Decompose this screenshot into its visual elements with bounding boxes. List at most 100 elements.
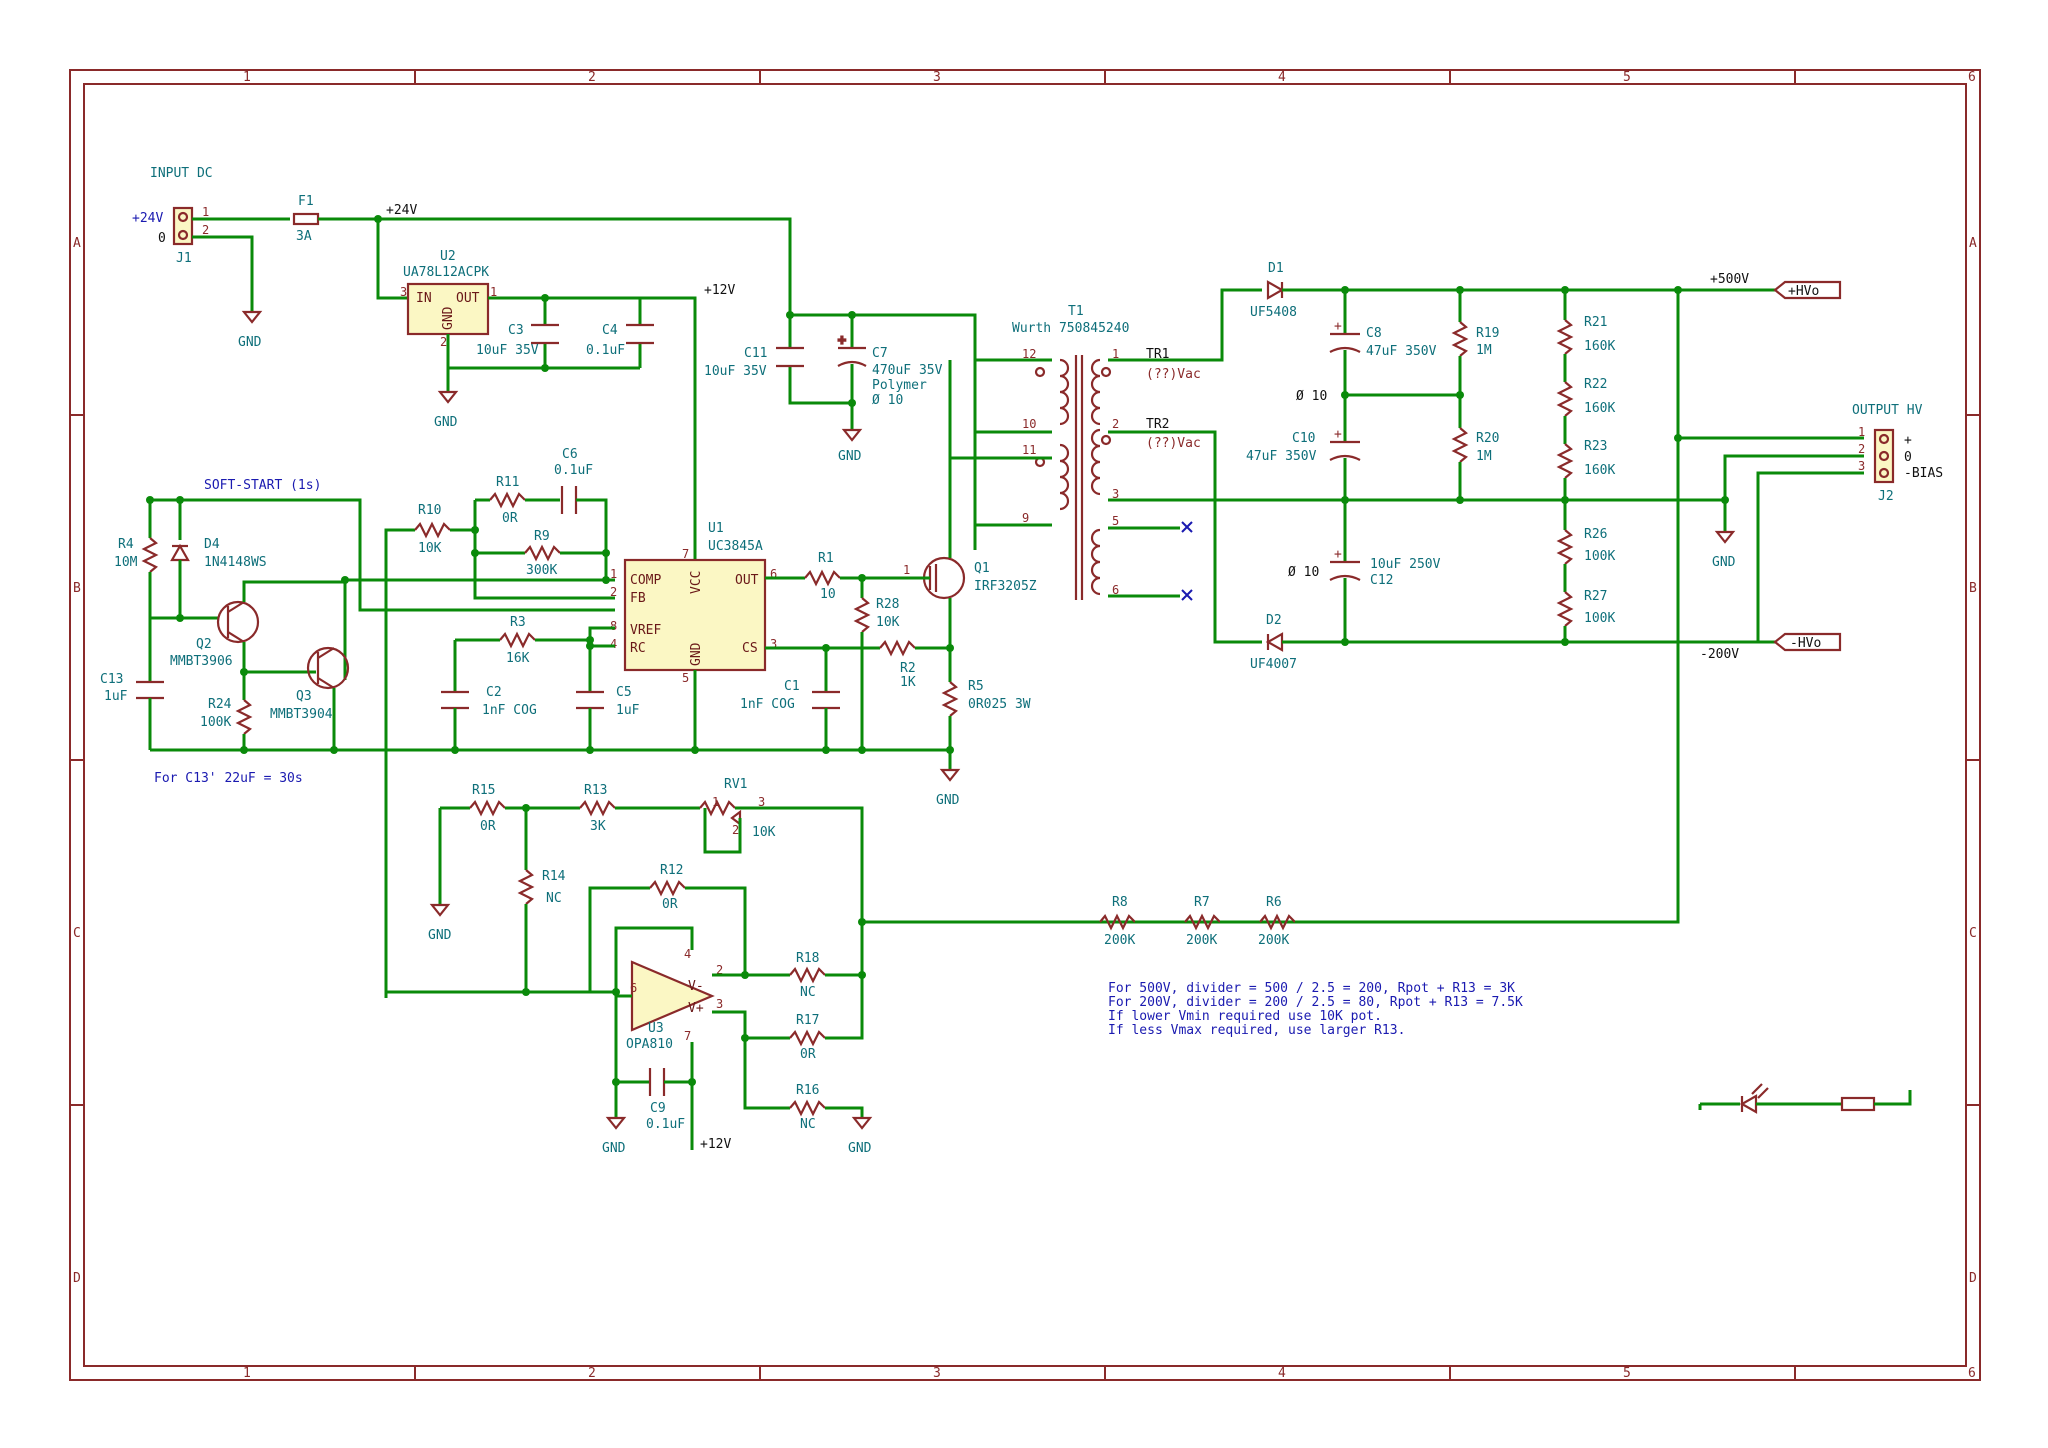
r23-ref: R23 [1584, 439, 1607, 454]
u1-val: UC3845A [708, 539, 763, 554]
hvo-plus-port [1773, 280, 1842, 300]
c4-val: 0.1uF [586, 343, 625, 358]
u1-pin3: 3 [770, 637, 777, 651]
r6-ref: R6 [1266, 895, 1282, 910]
c12-dia: Ø 10 [1288, 565, 1319, 580]
u3-opamp [630, 960, 715, 1032]
tr2-vac: (??)Vac [1146, 436, 1201, 451]
controller-section: SOFT-START (1s) R4 10M D4 1N4148WS Q2 MM… [100, 447, 1037, 998]
d4-val: 1N4148WS [204, 555, 267, 570]
net-minus200v: -200V [1700, 647, 1739, 662]
t1-pin9: 9 [1022, 511, 1029, 525]
gnd-label-j2: GND [1712, 555, 1736, 570]
col-2-bottom: 2 [588, 1366, 596, 1381]
j2-connector [1873, 428, 1895, 484]
u1-gnd-pin: GND [689, 642, 704, 666]
t1-pin6: 6 [1112, 583, 1119, 597]
d4-ref: D4 [204, 537, 220, 552]
col-6: 6 [1968, 70, 1976, 85]
u1-pin8: 8 [610, 619, 617, 633]
u2-gnd-pin: GND [441, 306, 456, 330]
t1-pin2: 2 [1112, 417, 1119, 431]
r2-val: 1K [900, 675, 916, 690]
output-hv-label: OUTPUT HV [1852, 403, 1923, 418]
col-3-bottom: 3 [933, 1366, 941, 1381]
d2-val: UF4007 [1250, 657, 1297, 672]
u2-out-pin: OUT [456, 291, 480, 306]
r9-val: 300K [526, 563, 557, 578]
c8-val: 47uF 350V [1366, 344, 1437, 359]
row-a-right: A [1969, 236, 1977, 251]
row-d: D [73, 1271, 81, 1286]
u1-pin2: 2 [610, 585, 617, 599]
r10-ref: R10 [418, 503, 441, 518]
c11-ref: C11 [744, 346, 767, 361]
r12-ref: R12 [660, 863, 683, 878]
r10-val: 10K [418, 541, 442, 556]
u1-pin7: 7 [682, 547, 689, 561]
q3-ref: Q3 [296, 689, 312, 704]
c13-ref: C13 [100, 672, 123, 687]
r4-val: 10M [114, 555, 138, 570]
r17-ref: R17 [796, 1013, 819, 1028]
c9-val: 0.1uF [646, 1117, 685, 1132]
col-2: 2 [588, 70, 596, 85]
r1-ref: R1 [818, 551, 834, 566]
r15-val: 0R [480, 819, 496, 834]
hvo-plus-label: +HVo [1788, 284, 1819, 299]
t1-pin11: 11 [1022, 443, 1036, 457]
u1-cs-pin: CS [742, 641, 758, 656]
divider-notes: For 500V, divider = 500 / 2.5 = 200, Rpo… [1108, 981, 1523, 1038]
r24-val: 100K [200, 715, 231, 730]
c10-ref: C10 [1292, 431, 1315, 446]
r28-val: 10K [876, 615, 900, 630]
c13-note: For C13' 22uF = 30s [154, 771, 303, 786]
r27-ref: R27 [1584, 589, 1607, 604]
c5-val: 1uF [616, 703, 640, 718]
q2-transistor [216, 600, 260, 644]
c12-plus: + [1334, 547, 1342, 562]
r16-val: NC [800, 1117, 816, 1132]
r9-ref: R9 [534, 529, 550, 544]
t1-val: Wurth 750845240 [1012, 321, 1129, 336]
col-5-bottom: 5 [1623, 1366, 1631, 1381]
c7-val2: Polymer [872, 378, 927, 393]
r20-val: 1M [1476, 449, 1492, 464]
c3-ref: C3 [508, 323, 524, 338]
r3-val: 16K [506, 651, 530, 666]
c8-ref: C8 [1366, 326, 1382, 341]
u1-pin1: 1 [610, 567, 617, 581]
col-6-bottom: 6 [1968, 1366, 1976, 1381]
c8-plus: + [1334, 319, 1342, 334]
gnd-label-r5: GND [936, 793, 960, 808]
c1-val: 1nF COG [740, 697, 795, 712]
r13-val: 3K [590, 819, 606, 834]
gnd-label-u2: GND [434, 415, 458, 430]
gnd-label-r16: GND [848, 1141, 872, 1156]
u1-pin6: 6 [770, 567, 777, 581]
u1-pin4: 4 [610, 637, 617, 651]
gnd-label-r15: GND [428, 928, 452, 943]
j2-zero: 0 [1904, 450, 1912, 465]
u3-pin3: 3 [716, 997, 723, 1011]
t1-ref: T1 [1068, 304, 1084, 319]
gnd-label-c9: GND [602, 1141, 626, 1156]
r19-val: 1M [1476, 343, 1492, 358]
j1-0-label: 0 [158, 231, 166, 246]
u2-ref: U2 [440, 249, 456, 264]
u2-in-pin: IN [416, 291, 432, 306]
row-b: B [73, 581, 81, 596]
r15-ref: R15 [472, 783, 495, 798]
f1-ref: F1 [298, 194, 314, 209]
divider-note-1: For 500V, divider = 500 / 2.5 = 200, Rpo… [1108, 981, 1515, 996]
c1-ref: C1 [784, 679, 800, 694]
q3-val: MMBT3904 [270, 707, 333, 722]
r23-val: 160K [1584, 463, 1615, 478]
row-b-right: B [1969, 581, 1977, 596]
d2-ref: D2 [1266, 613, 1282, 628]
u2-val: UA78L12ACPK [403, 265, 489, 280]
rv1-pin1: 1 [712, 795, 719, 809]
r19-ref: R19 [1476, 326, 1499, 341]
u1-fb-pin: FB [630, 591, 646, 606]
col-3: 3 [933, 70, 941, 85]
